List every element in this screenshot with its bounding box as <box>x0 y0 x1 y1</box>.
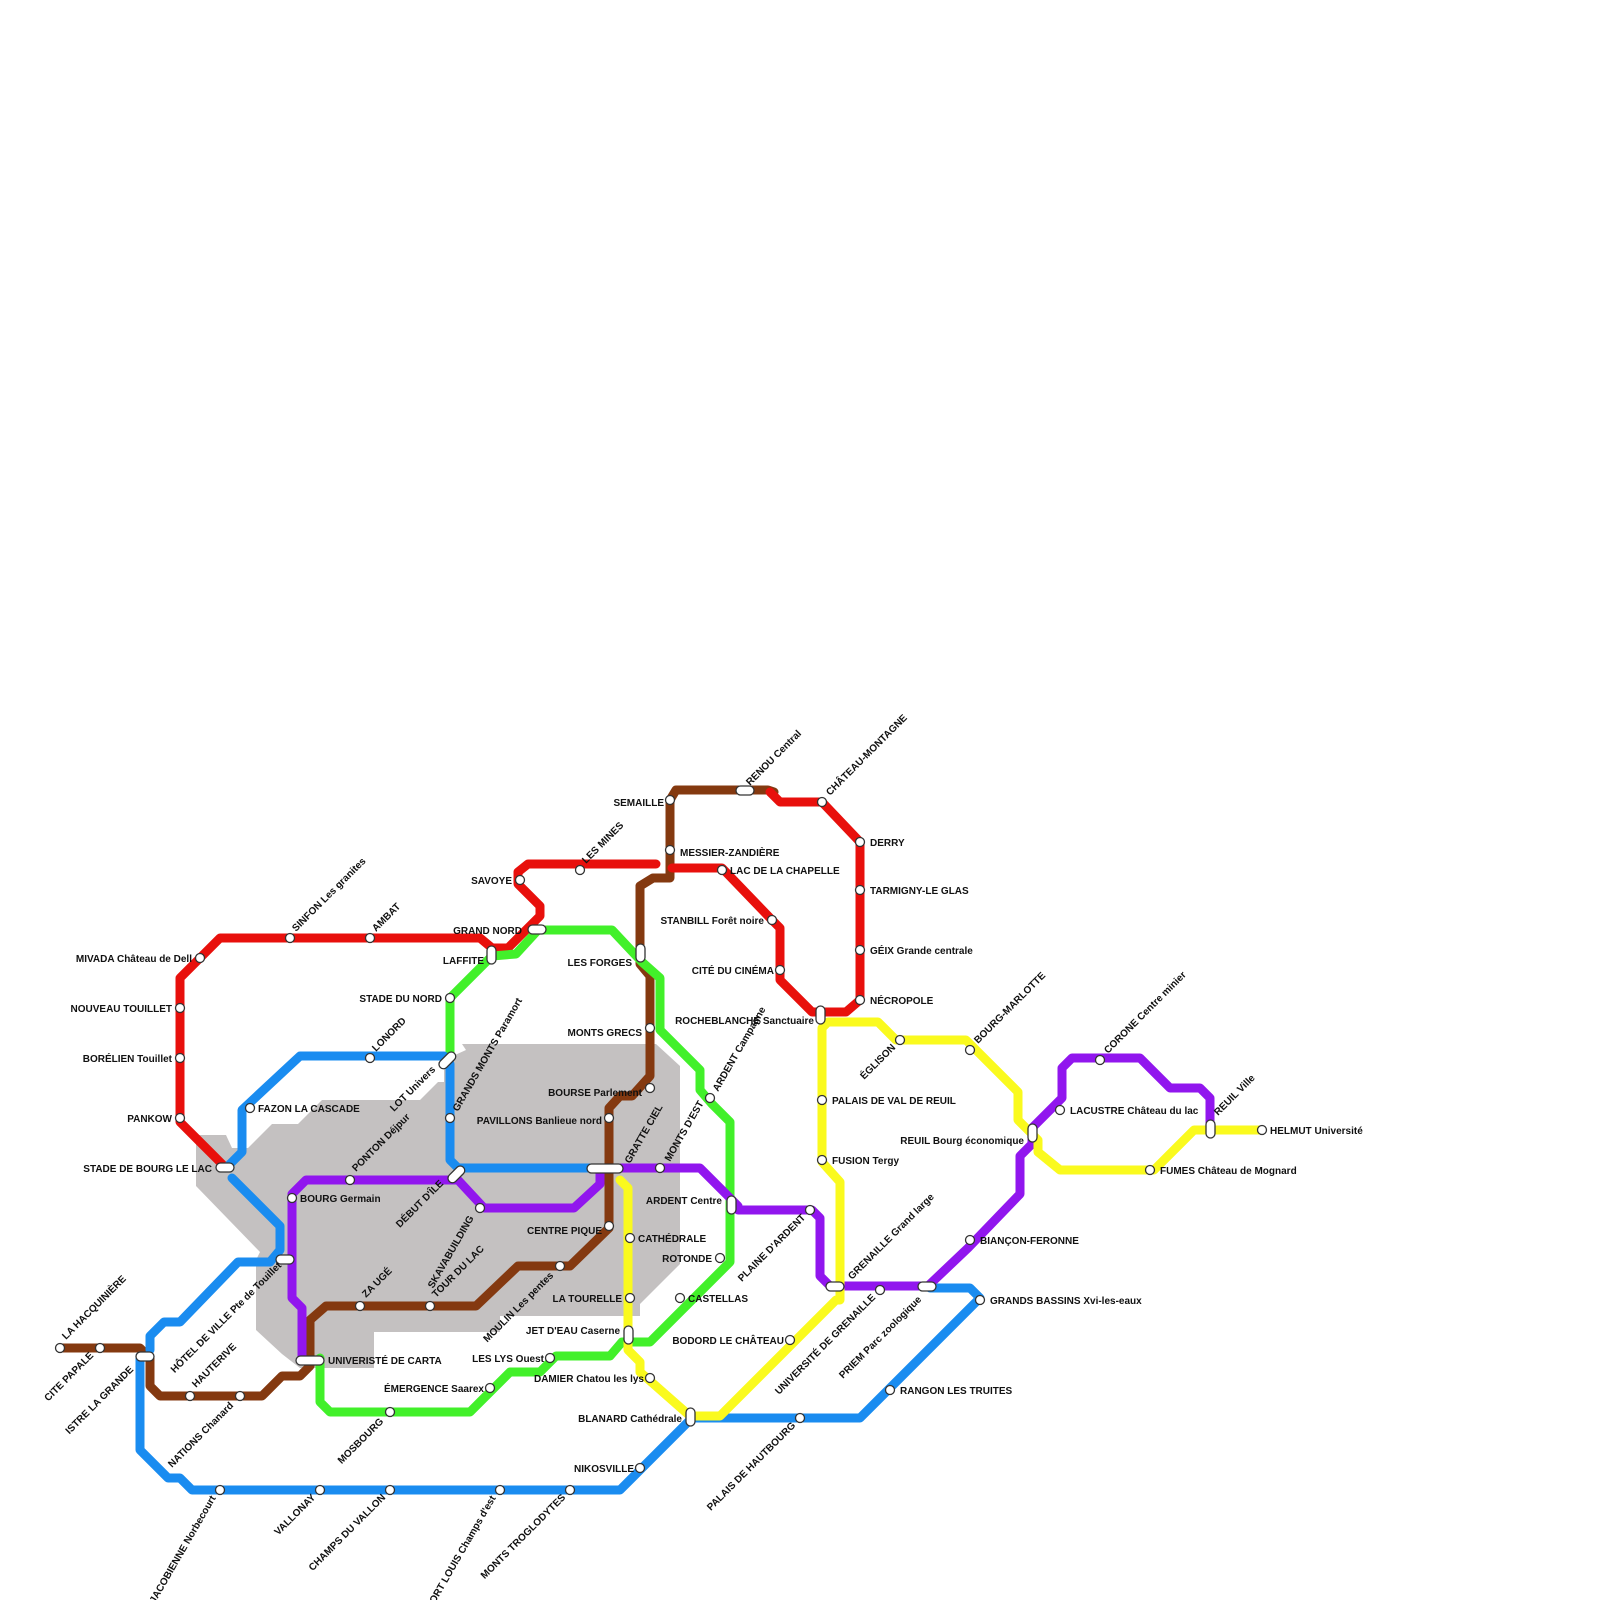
label-les-mines: LES MINES <box>580 820 626 866</box>
label-derry: DERRY <box>870 838 905 849</box>
label-stade-bourg: STADE DE BOURG LE LAC <box>83 1164 212 1175</box>
label-pavillons: PAVILLONS Banlieue nord <box>477 1116 602 1127</box>
label-savoye: SAVOYE <box>471 876 512 887</box>
label-bourse: BOURSE Parlement <box>548 1088 643 1099</box>
label-damier: DAMIER Chatou les lys <box>534 1374 644 1385</box>
label-centre-pique: CENTRE PIQUE <box>527 1226 602 1237</box>
label-chateau-montagne: CHÂTEAU-MONTAGNE <box>823 711 910 798</box>
label-universite-de-carta: UNIVERISTÉ DE CARTA <box>328 1354 442 1367</box>
label-ambat: AMBAT <box>370 901 403 934</box>
label-palais-hautbourg: PALAIS DE HAUTBOURG <box>705 1420 798 1513</box>
label-fazon: FAZON LA CASCADE <box>258 1104 360 1115</box>
label-les-lys: LES LYS Ouest <box>472 1354 545 1365</box>
label-tarmigny: TARMIGNY-LE GLAS <box>870 886 969 897</box>
label-vallonay: VALLONAY <box>273 1492 319 1538</box>
label-necropole: NÉCROPOLE <box>870 994 934 1007</box>
label-mosbourg: MOSBOURG <box>336 1416 386 1466</box>
label-la-hacquiniere: LA HACQUINIÈRE <box>59 1272 129 1342</box>
label-laffite: LAFFITE <box>443 956 484 967</box>
label-ardent-centre: ARDENT Centre <box>646 1196 723 1207</box>
label-grenaille-grand-large: GRENAILLE Grand large <box>846 1192 937 1283</box>
label-pankow: PANKOW <box>127 1114 172 1125</box>
label-nouveau-touillet: NOUVEAU TOUILLET <box>71 1004 172 1015</box>
label-nikosville: NIKOSVILLE <box>574 1464 634 1475</box>
label-blanard: BLANARD Cathédrale <box>578 1414 682 1425</box>
label-emergence: ÉMERGENCE Saarex <box>384 1382 484 1395</box>
label-la-jacobienne: LA JACOBIENNE Norbecourt <box>140 1493 219 1600</box>
label-reuil-ville: REUIL Ville <box>1212 1073 1258 1119</box>
label-renou: RENOU Central <box>744 728 804 788</box>
label-lac-de-la-chapelle: LAC DE LA CHAPELLE <box>730 866 840 877</box>
label-sinfon: SINFON Les granites <box>290 856 368 934</box>
label-castellas: CASTELLAS <box>688 1294 748 1305</box>
station-dots <box>54 794 1268 1496</box>
label-rotonde: ROTONDE <box>662 1254 712 1265</box>
label-grands-bassins: GRANDS BASSINS Xvi-les-eaux <box>990 1296 1142 1307</box>
central-zone <box>196 1044 680 1368</box>
label-nations-chanard: NATIONS Chanard <box>166 1400 236 1470</box>
label-cite-papale: CITE PAPALE <box>43 1350 97 1404</box>
label-stanbill: STANBILL Forêt noire <box>660 916 764 927</box>
label-bourg-marlotte: BOURG-MARLOTTE <box>972 970 1048 1046</box>
label-semaille: SEMAILLE <box>613 798 664 809</box>
interchange-markers <box>135 785 1216 1427</box>
label-corone: CORONE Centre minier <box>1102 970 1188 1056</box>
label-grand-nord: GRAND NORD <box>453 926 522 937</box>
label-plaine-dardent: PLAINE D'ARDENT <box>736 1212 808 1284</box>
label-la-tourelle: LA TOURELLE <box>553 1294 623 1305</box>
label-cite-du-cinema: CITÉ DU CINÉMA <box>692 964 774 977</box>
label-rocheblanche: ROCHEBLANCHE Sanctuaire <box>675 1016 814 1027</box>
label-cathedrale: CATHÉDRALE <box>638 1232 706 1245</box>
label-palais-val-reuil: PALAIS DE VAL DE REUIL <box>832 1096 956 1107</box>
label-reuil-bourg: REUIL Bourg économique <box>900 1136 1024 1147</box>
label-lonord: LONORD <box>370 1016 408 1054</box>
label-bourg-germain: BOURG Germain <box>300 1194 381 1205</box>
red-line <box>175 787 865 1173</box>
label-geix: GÉIX Grande centrale <box>870 944 973 957</box>
label-fusion: FUSION Tergy <box>832 1156 899 1167</box>
label-messier: MESSIER-ZANDIÈRE <box>680 846 780 859</box>
blue-line <box>135 1051 985 1495</box>
label-mivada: MIVADA Château de Dell <box>76 954 192 965</box>
label-helmut: HELMUT Université <box>1270 1126 1363 1137</box>
label-stade-du-nord: STADE DU NORD <box>359 994 442 1005</box>
label-rangon: RANGON LES TRUITES <box>900 1386 1013 1397</box>
label-eglison: ÉGLISON <box>857 1041 898 1082</box>
label-monts-grecs: MONTS GRECS <box>568 1028 643 1039</box>
label-jet-deau: JET D'EAU Caserne <box>526 1326 621 1337</box>
label-fumes: FUMES Château de Mognard <box>1160 1166 1297 1177</box>
purple-line <box>287 1053 1215 1363</box>
label-champs-du-vallon: CHAMPS DU VALLON <box>307 1492 388 1573</box>
label-les-forges: LES FORGES <box>568 958 633 969</box>
label-fort-louis: FORT LOUIS Champs d'est <box>425 1493 499 1600</box>
label-borelien: BORÉLIEN Touillet <box>83 1052 173 1065</box>
label-bianon: BIANÇON-FERONNE <box>980 1236 1079 1247</box>
label-lacustre: LACUSTRE Château du lac <box>1070 1106 1199 1117</box>
yellow-line <box>615 1017 1267 1421</box>
label-bodord: BODORD LE CHÂTEAU <box>672 1334 784 1347</box>
